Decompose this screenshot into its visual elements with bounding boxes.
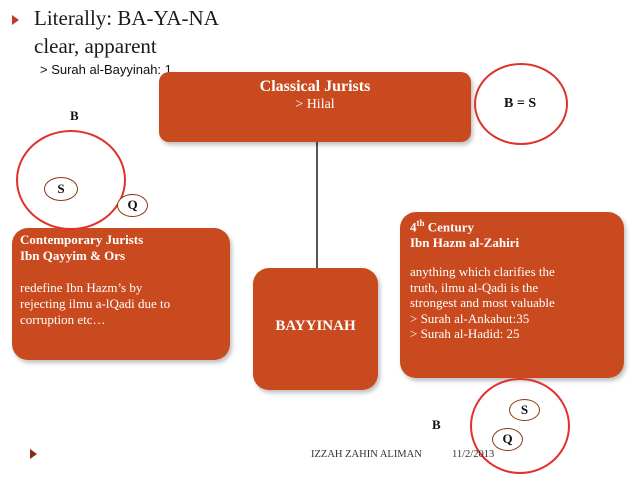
bottom-q-oval: Q xyxy=(492,428,523,451)
bayyinah-box: BAYYINAH xyxy=(253,268,378,390)
b-equals-s-circle xyxy=(474,63,568,145)
contemporary-body-1: redefine Ibn Hazm’s by xyxy=(20,280,143,295)
b-equals-s-label: B = S xyxy=(504,96,537,111)
bayyinah-label: BAYYINAH xyxy=(275,318,356,334)
contemporary-body-3: corruption etc… xyxy=(20,312,106,327)
classical-jurists-box: Classical Jurists > Hilal xyxy=(159,72,471,142)
bullet-sub-line: > Surah al-Bayyinah: 1 xyxy=(40,62,172,77)
bullet-line-1: Literally: BA-YA-NA xyxy=(34,6,219,30)
footer-date: 11/2/2013 xyxy=(452,449,495,460)
ibn-hazm-body-3: strongest and most valuable xyxy=(410,295,555,311)
ibn-hazm-ref-1: > Surah al-Ankabut:35 xyxy=(410,310,530,326)
classical-jurists-title: Classical Jurists xyxy=(259,78,371,95)
footer-arrow-icon xyxy=(30,449,37,459)
ibn-hazm-title: Ibn Hazm al-Zahiri xyxy=(410,234,520,250)
top-left-b-circle xyxy=(16,130,126,230)
connector-top xyxy=(316,142,318,268)
footer-author: IZZAH ZAHIN ALIMAN xyxy=(311,449,422,460)
ibn-hazm-century: 4th Century xyxy=(410,218,474,235)
bullet-arrow-icon xyxy=(12,15,19,25)
classical-jurists-line: > Hilal xyxy=(295,97,335,112)
bottom-s-oval: S xyxy=(509,399,540,421)
contemporary-title-1: Contemporary Jurists xyxy=(20,232,144,247)
bottom-b-circle xyxy=(470,378,570,474)
top-left-b-label: B xyxy=(70,108,79,123)
ibn-hazm-body-2: truth, ilmu al-Qadi is the xyxy=(410,279,539,295)
top-left-q-oval: Q xyxy=(117,194,148,217)
contemporary-jurists-box: Contemporary Jurists Ibn Qayyim & Ors re… xyxy=(12,228,230,360)
ibn-hazm-box: 4th Century Ibn Hazm al-Zahiri anything … xyxy=(400,212,624,378)
ibn-hazm-body-1: anything which clarifies the xyxy=(410,264,555,280)
ibn-hazm-ref-2: > Surah al-Hadid: 25 xyxy=(410,326,520,342)
contemporary-body-2: rejecting ilmu a-lQadi due to xyxy=(20,296,171,311)
bullet-line-2: clear, apparent xyxy=(34,34,157,58)
contemporary-title-2: Ibn Qayyim & Ors xyxy=(20,248,126,263)
bottom-b-label: B xyxy=(432,417,441,432)
top-left-s-oval: S xyxy=(44,177,78,201)
